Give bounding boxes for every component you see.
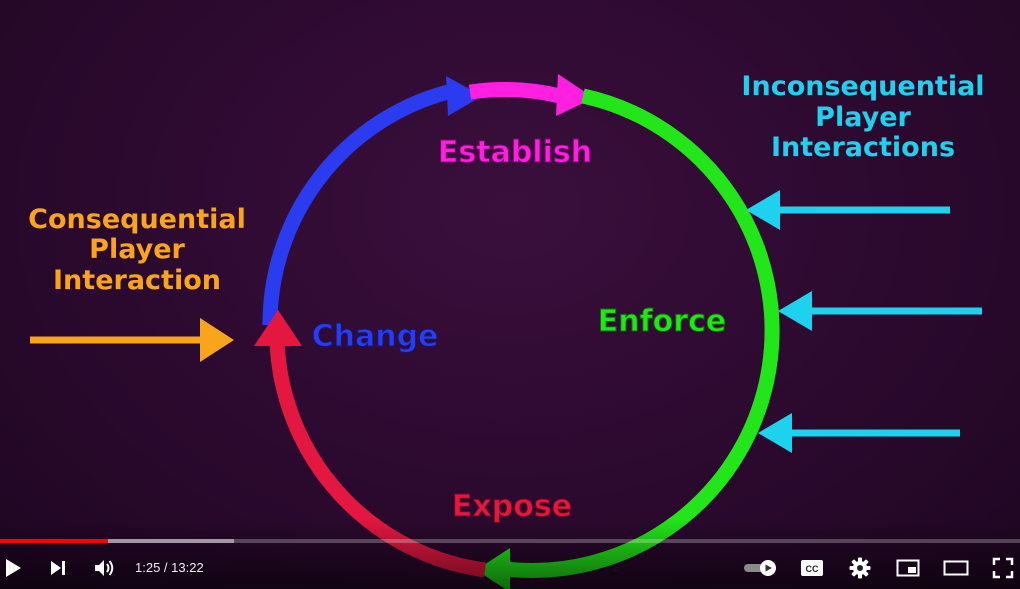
progress-buffered (0, 539, 234, 543)
settings-button[interactable] (845, 546, 875, 589)
expose-arrowhead (254, 310, 302, 346)
fullscreen-icon (992, 557, 1014, 578)
inconsequential-line-1: Inconsequential (741, 71, 984, 102)
next-button[interactable] (44, 546, 72, 589)
time-total: 13:22 (171, 560, 204, 575)
time-separator: / (160, 560, 172, 575)
theater-mode-button[interactable] (940, 546, 972, 589)
establish-arc (468, 82, 562, 104)
consequential-line-3: Interaction (53, 265, 221, 296)
autoplay-toggle-icon (744, 559, 776, 576)
enforce-label: Enforce (598, 304, 726, 339)
inconsequential-arrow-2 (778, 291, 982, 331)
inconsequential-arrow-3 (758, 413, 960, 453)
captions-icon: CC (801, 559, 823, 576)
miniplayer-icon (896, 559, 920, 576)
inconsequential-line-3: Interactions (771, 132, 955, 163)
theater-mode-icon (943, 560, 969, 575)
volume-icon (95, 559, 114, 576)
volume-button[interactable] (90, 546, 120, 589)
establish-arrowhead (556, 74, 594, 116)
time-current: 1:25 (135, 560, 161, 575)
consequential-line-1: Consequential (28, 204, 246, 235)
change-label: Change (312, 319, 439, 354)
time-display: 1:25 / 13:22 (135, 546, 204, 589)
consequential-line-2: Player (89, 234, 185, 265)
change-arrowhead (446, 76, 482, 116)
inconsequential-note: Inconsequential Player Interactions (741, 71, 984, 163)
progress-bar[interactable] (0, 539, 1020, 543)
player-controls: 1:25 / 13:22 CC (0, 546, 1020, 589)
autoplay-toggle[interactable] (742, 546, 780, 589)
consequential-note: Consequential Player Interaction (28, 204, 246, 296)
captions-button[interactable]: CC (797, 546, 827, 589)
play-button[interactable] (0, 546, 26, 589)
change-arc (262, 84, 450, 326)
consequential-arrow (30, 318, 234, 362)
inconsequential-line-2: Player (815, 102, 911, 133)
fullscreen-button[interactable] (988, 546, 1018, 589)
next-icon (51, 560, 65, 575)
play-icon (6, 558, 21, 577)
expose-label: Expose (452, 489, 572, 524)
controls-gradient (0, 519, 1020, 589)
establish-label: Establish (438, 135, 592, 170)
settings-icon (849, 557, 871, 578)
miniplayer-button[interactable] (893, 546, 923, 589)
inconsequential-arrow-1 (746, 190, 950, 230)
progress-played (0, 539, 109, 543)
captions-label: CC (806, 564, 819, 574)
